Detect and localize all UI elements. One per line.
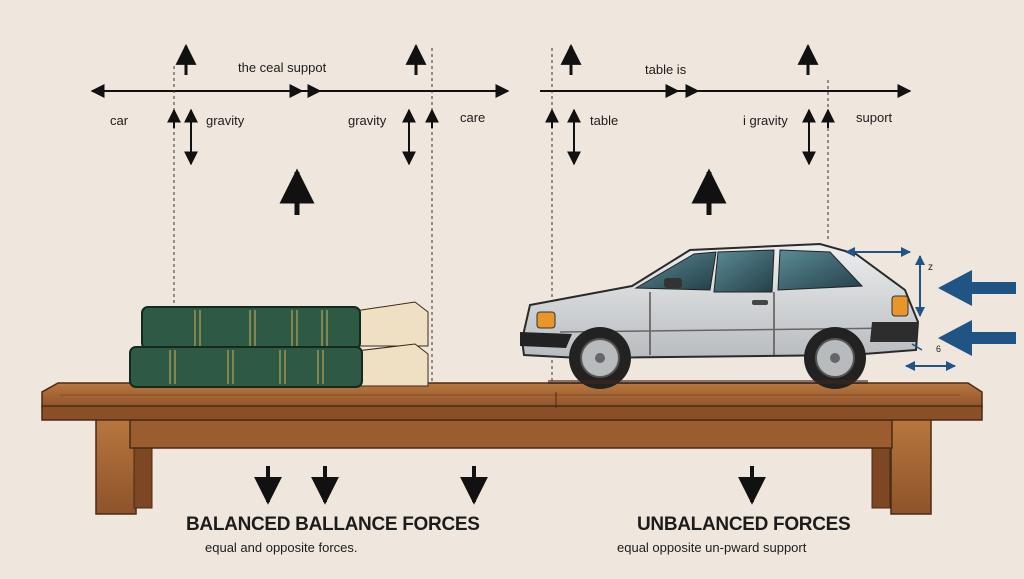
balanced-forces-title: BALANCED BALLANCE FORCES	[186, 514, 480, 535]
label-gravity-left: gravity	[206, 113, 245, 128]
vertical-arrows	[167, 43, 835, 505]
unbalanced-forces-title: UNBALANCED FORCES	[637, 514, 851, 535]
book-stack	[129, 301, 429, 388]
label-tiny-6: 6	[936, 344, 942, 354]
label-car: car	[110, 113, 129, 128]
unbalanced-forces-subtitle: equal opposite un-pward support	[617, 540, 807, 555]
label-tiny-z: z	[928, 262, 933, 273]
label-gravity-mid: gravity	[348, 113, 387, 128]
blue-force-arrows	[845, 247, 1016, 371]
label-table-is: table is	[645, 62, 687, 77]
label-table: table	[590, 113, 619, 128]
label-ceal-support: the ceal suppot	[238, 60, 327, 75]
label-care: care	[460, 110, 486, 125]
label-gravity-right: i gravity	[743, 113, 788, 128]
dashed-guides	[173, 48, 829, 390]
balanced-forces-subtitle: equal and opposite forces.	[205, 540, 358, 555]
car-illustration	[520, 242, 920, 389]
label-support: suport	[856, 110, 893, 125]
wooden-table	[41, 382, 983, 515]
